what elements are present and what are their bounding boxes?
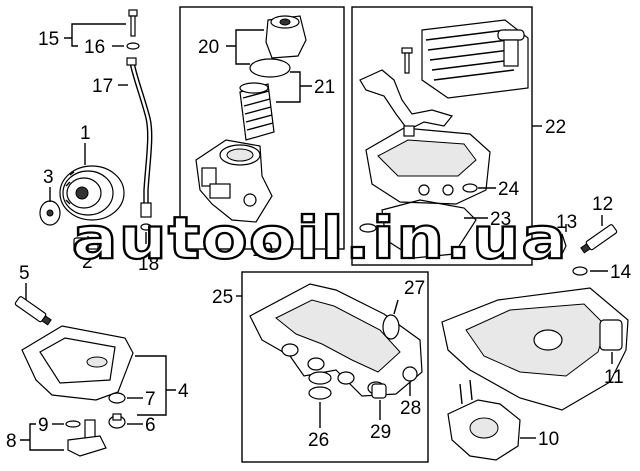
- callout-8: 8: [6, 431, 17, 452]
- callout-16: 16: [84, 37, 105, 58]
- oil-filter-housing-part: [195, 139, 273, 223]
- callout-5: 5: [19, 263, 30, 284]
- callout-14: 14: [610, 262, 632, 283]
- leader-8: [20, 423, 64, 451]
- callout-15: 15: [38, 29, 59, 50]
- callout-2: 2: [82, 252, 93, 273]
- leader-21: [276, 71, 312, 103]
- sealant-tube-12-part: [580, 224, 618, 254]
- callout-18: 18: [138, 254, 159, 275]
- housing-gasket-part: [359, 199, 477, 259]
- callout-25: 25: [212, 287, 233, 308]
- callout-17: 17: [92, 76, 113, 97]
- sensor-seal-part: [65, 420, 81, 428]
- oil-cooler-housing-part: [365, 125, 491, 205]
- dipstick-part: [126, 57, 153, 231]
- sealant-tube-part: [14, 296, 52, 326]
- callout-29: 29: [370, 422, 391, 443]
- crankshaft-pulley-part: [59, 165, 125, 221]
- cooler-bolt-part: [401, 47, 413, 74]
- thrust-washer-part: [39, 200, 61, 226]
- callout-21: 21: [314, 77, 335, 98]
- cooler-gasket-part: [359, 69, 454, 131]
- callout-22: 22: [545, 117, 566, 138]
- oil-cooler-group-frame: [351, 6, 533, 266]
- oil-filter-element-part: [239, 82, 275, 141]
- callout-23: 23: [490, 209, 511, 230]
- bolt-part: [128, 9, 138, 37]
- oil-pump-part: [447, 379, 521, 461]
- callout-12: 12: [592, 194, 613, 215]
- callout-26: 26: [308, 430, 329, 451]
- leader-4: [135, 355, 176, 416]
- seal-ring-part: [462, 183, 478, 193]
- callout-4: 4: [178, 381, 189, 402]
- leader-20: [226, 29, 264, 65]
- intake-manifold-part: [249, 283, 423, 397]
- drain-plug-seal-part: [108, 392, 126, 404]
- plug-part: [402, 366, 418, 382]
- callout-3: 3: [43, 167, 54, 188]
- callout-24: 24: [498, 179, 520, 200]
- intake-manifold-group-frame: [241, 271, 429, 463]
- callout-13: 13: [556, 212, 577, 233]
- callout-9: 9: [38, 415, 49, 436]
- oil-filter-group-frame: [179, 6, 345, 250]
- oil-cooler-part: [421, 19, 529, 99]
- clip-part: [548, 233, 567, 259]
- throttle-gasket-part: [371, 383, 387, 399]
- intake-gasket-part: [308, 371, 332, 400]
- upper-oil-pan-part: [441, 287, 629, 411]
- callout-20: 20: [198, 37, 219, 58]
- callout-19: 19: [252, 240, 273, 261]
- lower-oil-pan-part: [21, 325, 134, 401]
- callout-10: 10: [538, 429, 559, 450]
- drain-plug-part: [108, 413, 126, 429]
- o-ring-14-part: [572, 266, 588, 276]
- washer-part: [126, 42, 140, 50]
- manifold-seal-part: [382, 314, 400, 340]
- callout-1: 1: [80, 123, 91, 144]
- callout-27: 27: [404, 278, 425, 299]
- callout-28: 28: [400, 398, 421, 419]
- callout-11: 11: [604, 367, 624, 388]
- watermark-text: autooil.in.ua: [72, 204, 568, 272]
- callout-7: 7: [145, 389, 156, 410]
- oil-level-sensor-part: [67, 419, 107, 457]
- leader-27: [393, 299, 399, 315]
- leader-15: [64, 23, 126, 47]
- callout-6: 6: [145, 415, 156, 436]
- oil-filter-housing-cap-part: [265, 15, 307, 59]
- o-ring-part: [249, 58, 291, 78]
